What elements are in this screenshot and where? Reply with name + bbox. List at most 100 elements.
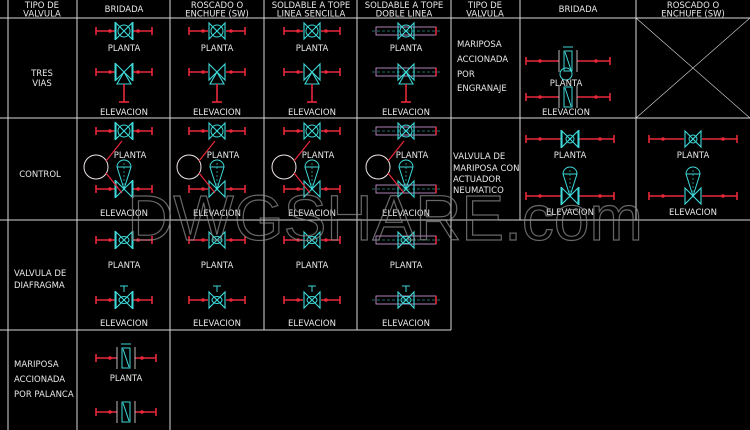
header-soldable-doble: SOLDABLE A TOPE: [365, 1, 444, 11]
row-label-palanca-3: POR PALANCA: [14, 390, 74, 400]
gear-operator-icon: [559, 67, 573, 81]
caption-planta: PLANTA: [114, 151, 147, 161]
header-roscado-right: ROSCADO O: [667, 1, 720, 11]
valve-symbol-actuator: [525, 166, 615, 206]
row-label-engranaje: MARIPOSA: [457, 40, 502, 50]
row-label-tres-vias-2: VIAS: [32, 79, 52, 89]
row-label-neumatico: VALVULA DE: [453, 152, 505, 162]
header-roscado-right-2: ENCHUFE (SW): [661, 10, 725, 20]
caption-planta: PLANTA: [207, 151, 240, 161]
valve-symbol-gate-x: [283, 21, 341, 41]
caption-elevacion: ELEVACION: [542, 108, 590, 118]
caption-elevacion: ELEVACION: [288, 209, 336, 219]
caption-planta: PLANTA: [110, 374, 143, 384]
row-label-engranaje-3: POR: [457, 70, 475, 80]
valve-symbol-actuator: [372, 159, 440, 199]
valve-symbol-gate-x: [372, 121, 440, 141]
control-instrument-icon: [176, 140, 216, 194]
caption-elevacion: ELEVACION: [382, 108, 430, 118]
valve-symbol-three-way: [95, 62, 153, 103]
header-soldable-sencilla-2: LINEA SENCILLA: [277, 10, 346, 20]
valve-symbol-gate-x: [95, 21, 153, 41]
valve-symbol-diaphragm: [372, 230, 440, 250]
caption-elevacion: ELEVACION: [382, 319, 430, 329]
caption-elevacion: ELEVACION: [100, 209, 148, 219]
valve-symbol-actuator: [283, 159, 341, 199]
caption-elevacion: ELEVACION: [288, 319, 336, 329]
row-label-control: CONTROL: [19, 170, 61, 180]
valve-symbol-butterfly-circle: [648, 129, 738, 149]
caption-elevacion: ELEVACION: [193, 209, 241, 219]
row-label-neumatico-4: NEUMATICO: [453, 186, 504, 196]
caption-elevacion: ELEVACION: [100, 108, 148, 118]
caption-elevacion: ELEVACION: [669, 208, 717, 218]
row-label-engranaje-2: ACCIONADA: [457, 55, 508, 65]
caption-elevacion: ELEVACION: [100, 319, 148, 329]
header-tipo-valvula: TIPO DE: [24, 1, 59, 11]
valve-symbol-diaphragm: [283, 230, 341, 250]
valve-symbol-butterfly-circle: [525, 129, 615, 149]
caption-planta: PLANTA: [396, 151, 429, 161]
valve-symbol-actuator: [188, 159, 246, 199]
row-label-neumatico-3: ACTUADOR: [453, 175, 501, 185]
caption-planta: PLANTA: [550, 79, 583, 89]
row-label-diafragma-2: DIAFRAGMA: [14, 281, 65, 291]
control-instrument-icon: [271, 140, 311, 194]
caption-elevacion: ELEVACION: [193, 108, 241, 118]
caption-planta: PLANTA: [554, 151, 587, 161]
header-tipo-valvula-2: VALVULA: [23, 10, 61, 20]
valve-symbols: [83, 21, 738, 423]
row-labels: TRES VIAS CONTROL VALVULA DE DIAFRAGMA M…: [14, 40, 519, 400]
valve-symbol-gate-x: [283, 121, 341, 141]
header-roscado: ROSCADO O: [191, 1, 244, 11]
caption-planta: PLANTA: [108, 261, 141, 271]
header-soldable-doble-2: DOBLE LINEA: [376, 10, 433, 20]
row-label-engranaje-4: ENGRANAJE: [457, 84, 507, 94]
valve-symbol-diaphragm: [188, 285, 246, 310]
row-label-palanca: MARIPOSA: [14, 360, 59, 370]
valve-symbol-three-way: [283, 62, 341, 103]
row-label-diafragma: VALVULA DE: [14, 269, 66, 279]
valve-symbol-actuator: [95, 159, 153, 199]
valve-symbol-diaphragm: [283, 285, 341, 310]
valve-symbol-diaphragm: [95, 285, 153, 310]
caption-planta: PLANTA: [677, 151, 710, 161]
valve-symbol-gate-x: [95, 121, 153, 141]
valve-symbol-gate-x: [372, 21, 440, 41]
header-roscado-2: ENCHUFE (SW): [185, 10, 249, 20]
valve-symbol-butterfly: [525, 46, 611, 72]
caption-planta: PLANTA: [108, 44, 141, 54]
caption-planta: PLANTA: [390, 261, 423, 271]
table-header: TIPO DE VALVULA BRIDADA ROSCADO O ENCHUF…: [23, 1, 725, 20]
view-captions: PLANTA ELEVACION PLANTA ELEVACION PLANTA ELEV…: [100, 44, 717, 384]
row-label-palanca-2: ACCIONADA: [14, 375, 65, 385]
valve-symbol-three-way: [372, 62, 440, 103]
caption-planta: PLANTA: [296, 44, 329, 54]
valve-symbol-butterfly: [525, 86, 611, 108]
caption-elevacion: ELEVACION: [382, 209, 430, 219]
caption-elevacion: ELEVACION: [546, 208, 594, 218]
valve-symbol-butterfly: [95, 401, 157, 423]
caption-planta: PLANTA: [201, 261, 234, 271]
valve-symbol-diaphragm: [188, 230, 246, 250]
valve-symbol-diaphragm: [95, 230, 153, 250]
header-bridada: BRIDADA: [105, 5, 144, 15]
caption-elevacion: ELEVACION: [193, 319, 241, 329]
header-tipo-valvula-right: TIPO DE: [467, 1, 502, 11]
row-label-tres-vias: TRES: [30, 69, 53, 79]
caption-planta: PLANTA: [296, 261, 329, 271]
control-instrument-icon: [365, 140, 405, 194]
valve-symbol-butterfly: [95, 343, 157, 369]
valve-symbol-gate-x: [188, 121, 246, 141]
header-soldable-sencilla: SOLDABLE A TOPE: [272, 1, 351, 11]
valve-symbol-actuator: [648, 166, 738, 206]
caption-planta: PLANTA: [390, 44, 423, 54]
row-label-neumatico-2: MARIPOSA CON: [453, 164, 519, 174]
watermark: DWGSHARE.com: [127, 182, 643, 254]
control-instrument-icon: [83, 140, 123, 194]
valve-symbol-diaphragm: [372, 285, 440, 310]
caption-planta: PLANTA: [201, 44, 234, 54]
